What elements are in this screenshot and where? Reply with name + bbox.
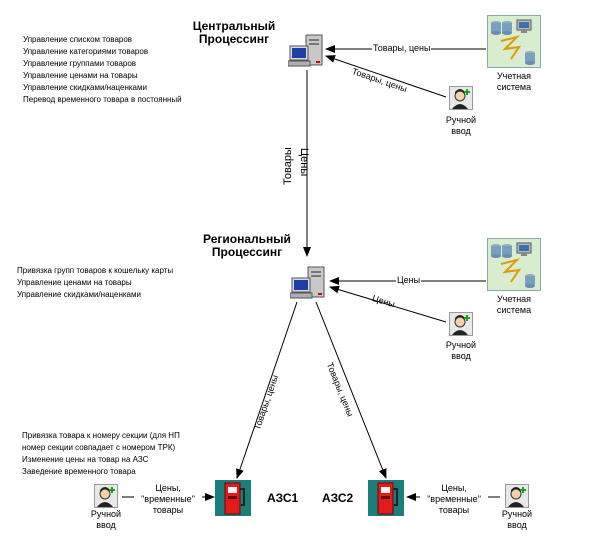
accounting-system-icon — [487, 238, 541, 291]
edge-label-line: "временные" — [427, 494, 481, 504]
manual-input-icon — [449, 312, 473, 336]
regional-title-line2: Процессинг — [211, 245, 283, 259]
edge-label-manual-azs1: Цены, "временные" товары — [134, 483, 202, 516]
regional-functions: Привязка групп товаров к кошельку карты … — [17, 265, 173, 301]
accounting-label-line2: система — [496, 82, 532, 92]
accounting-system-icon — [487, 15, 541, 68]
accounting-label-line2: система — [496, 305, 532, 315]
manual-label-line1: Ручной — [445, 115, 477, 125]
edge-label-line: Цены, — [155, 483, 181, 493]
edge-regional-azs2 — [315, 301, 387, 479]
computer-icon — [288, 34, 323, 67]
manual-input-label-regional: Ручной ввод — [436, 340, 486, 362]
central-function-item: Управление ценами на товары — [23, 71, 138, 80]
manual-label-line1: Ручной — [90, 509, 122, 519]
regional-function-item: Управление скидками/наценками — [17, 290, 141, 299]
manual-input-label-azs2: Ручной ввод — [492, 509, 542, 531]
computer-icon — [290, 266, 325, 299]
central-title: Центральный Процессинг — [184, 20, 284, 46]
edge-label-line: товары — [152, 505, 184, 515]
central-title-line2: Процессинг — [198, 32, 270, 46]
fuel-pump-icon — [215, 480, 251, 516]
central-functions: Управление списком товаров Управление ка… — [23, 34, 182, 106]
central-function-item: Управление категориями товаров — [23, 47, 149, 56]
station-label-azs1: АЗС1 — [267, 491, 299, 505]
accounting-label-line1: Учетная — [496, 294, 532, 304]
manual-label-line1: Ручной — [445, 340, 477, 350]
central-title-line1: Центральный — [192, 19, 276, 33]
accounting-system-label-top: Учетная система — [484, 71, 544, 93]
edge-label-line: Цены, — [441, 483, 467, 493]
station-functions: Привязка товара к номеру секции (для НП … — [22, 430, 180, 478]
station-label-azs2: АЗС2 — [322, 491, 354, 505]
manual-input-icon — [505, 484, 529, 508]
manual-label-line2: ввод — [507, 520, 527, 530]
edge-regional-azs1 — [236, 301, 298, 479]
central-function-item: Управление списком товаров — [23, 35, 133, 44]
edge-manual-regional — [329, 285, 447, 323]
station-function-item: Привязка товара к номеру секции (для НП — [22, 431, 180, 440]
fuel-pump-icon — [368, 480, 404, 516]
manual-label-line2: ввод — [451, 351, 471, 361]
edge-label-line: "временные" — [141, 494, 195, 504]
manual-label-line2: ввод — [96, 520, 116, 530]
manual-label-line2: ввод — [451, 126, 471, 136]
edge-manual-central — [325, 55, 447, 98]
regional-function-item: Управление ценами на товары — [17, 278, 132, 287]
regional-function-item: Привязка групп товаров к кошельку карты — [17, 266, 174, 275]
edge-label-accounting-regional: Цены — [396, 275, 422, 286]
edge-label-central-regional-prices: Цены — [298, 148, 310, 177]
edge-label-manual-azs2: Цены, "временные" товары — [420, 483, 488, 516]
station-function-item: номер секции совпадает с номером ТРК) — [22, 443, 176, 452]
accounting-system-label-regional: Учетная система — [484, 294, 544, 316]
edge-label-central-regional-goods: Товары — [282, 147, 294, 185]
central-function-item: Управление скидками/наценками — [23, 83, 147, 92]
manual-input-label-azs1: Ручной ввод — [81, 509, 131, 531]
manual-label-line1: Ручной — [501, 509, 533, 519]
central-function-item: Перевод временного товара в постоянный — [23, 95, 182, 104]
manual-input-label-top: Ручной ввод — [436, 115, 486, 137]
accounting-label-line1: Учетная — [496, 71, 532, 81]
station-function-item: Заведение временного товара — [22, 467, 136, 476]
edge-label-line: товары — [438, 505, 470, 515]
manual-input-icon — [94, 484, 118, 508]
regional-title-line1: Региональный — [203, 232, 291, 246]
regional-title: Региональный Процессинг — [192, 233, 302, 259]
central-function-item: Управление группами товаров — [23, 59, 137, 68]
edge-label-accounting-central: Товары, цены — [372, 43, 432, 54]
station-function-item: Изменение цены на товар на АЗС — [22, 455, 149, 464]
manual-input-icon — [449, 86, 473, 110]
